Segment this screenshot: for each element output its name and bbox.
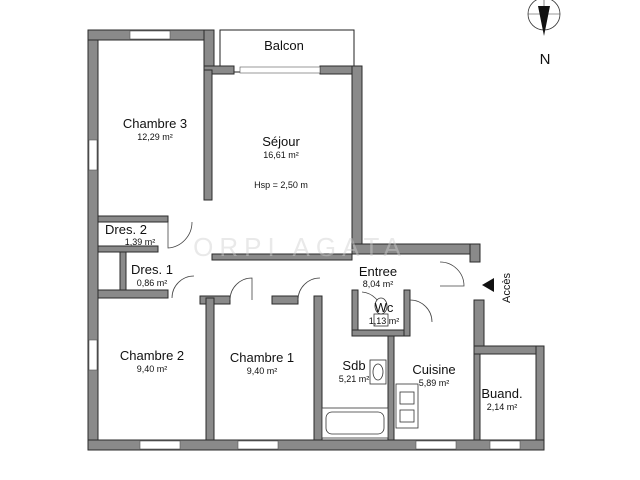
compass-north-label: N xyxy=(540,51,551,68)
room-area-cuisine: 5,89 m² xyxy=(419,378,450,388)
room-name-buand: Buand. xyxy=(481,386,522,401)
balcony-label: Balcon xyxy=(264,38,304,53)
room-name-sdb: Sdb xyxy=(342,358,365,373)
fixtures xyxy=(321,297,419,439)
north-arrow-icon xyxy=(538,6,550,36)
room-name-dres-2: Dres. 2 xyxy=(105,222,147,237)
room-name-chambre-1: Chambre 1 xyxy=(230,350,294,365)
room-area-buand: 2,14 m² xyxy=(487,402,518,412)
ceiling-height-note: Hsp = 2,50 m xyxy=(254,180,308,190)
room-area-sdb: 5,21 m² xyxy=(339,374,370,384)
room-area-dres-2: 1,39 m² xyxy=(125,237,156,247)
room-area-dres-1: 0,86 m² xyxy=(137,278,168,288)
doors xyxy=(167,221,465,323)
interior-walls xyxy=(97,69,481,441)
room-name-chambre-2: Chambre 2 xyxy=(120,348,184,363)
room-area-sejour: 16,61 m² xyxy=(263,150,299,160)
room-labels: Chambre 3 12,29 m² Séjour 16,61 m² Hsp =… xyxy=(105,38,523,412)
compass: N xyxy=(527,0,561,68)
room-area-chambre-2: 9,40 m² xyxy=(137,364,168,374)
room-name-dres-1: Dres. 1 xyxy=(131,262,173,277)
windows xyxy=(88,30,521,450)
room-name-chambre-3: Chambre 3 xyxy=(123,116,187,131)
access-marker: Accès xyxy=(482,273,513,303)
room-area-wc: 1,13 m² xyxy=(369,316,400,326)
room-area-chambre-1: 9,40 m² xyxy=(247,366,278,376)
room-name-cuisine: Cuisine xyxy=(412,362,455,377)
room-area-entree: 8,04 m² xyxy=(363,279,394,289)
room-name-wc: Wc xyxy=(375,300,394,315)
access-arrow-icon xyxy=(482,278,494,292)
access-label: Accès xyxy=(501,273,513,303)
room-area-chambre-3: 12,29 m² xyxy=(137,132,173,142)
watermark: ORPI AGATA xyxy=(193,232,407,262)
room-name-sejour: Séjour xyxy=(262,134,300,149)
room-name-entree: Entree xyxy=(359,264,397,279)
